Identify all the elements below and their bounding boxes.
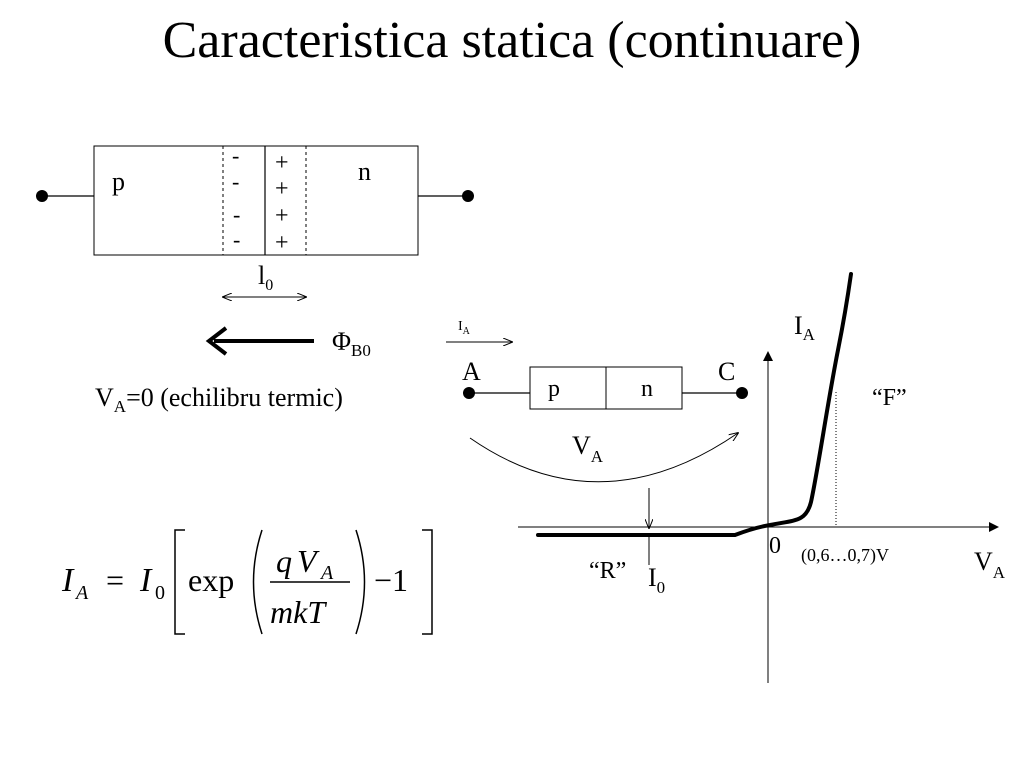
p-region-label: p [112, 167, 125, 196]
depletion-plus-charge: + [275, 176, 289, 202]
n-region-label: n [358, 157, 371, 186]
left-terminal-dot [36, 190, 48, 202]
right-bracket [422, 529, 433, 635]
threshold-voltage-label: (0,6…0,7)V [801, 545, 889, 566]
pn-junction-diagram: p n - - - - + + + + l0 ΦB0 VA=0 (echilib… [36, 143, 474, 416]
cathode-label: C [718, 357, 735, 386]
iv-curve [536, 272, 853, 537]
applied-voltage-arc [469, 433, 738, 483]
origin-label: 0 [769, 533, 781, 559]
barrier-arrow-head [205, 326, 228, 356]
biased-diode-diagram: IA A C p n VA [446, 319, 748, 483]
diode-current-label: IA [458, 319, 471, 337]
reverse-region-label: “R” [589, 558, 626, 584]
right-terminal-dot [462, 190, 474, 202]
anode-label: A [462, 357, 481, 386]
voltage-axis-label: VA [974, 547, 1006, 582]
forward-region-label: “F” [872, 385, 907, 411]
depletion-plus-charge: + [275, 203, 289, 229]
depletion-minus-charge: - [233, 227, 240, 252]
diode-p-label: p [548, 376, 560, 402]
applied-voltage-label: VA [572, 431, 604, 466]
depletion-minus-charge: - [232, 169, 239, 194]
equation-minus-one: −1 [374, 562, 408, 598]
depletion-width-label: l0 [258, 261, 273, 294]
depletion-minus-charge: - [233, 202, 240, 227]
left-bracket [174, 529, 185, 635]
equation-lhs-sub: A [74, 582, 89, 604]
slide-title: Caracteristica statica (continuare) [162, 12, 862, 69]
equation-numerator-q: q [276, 543, 292, 579]
diode-equation: I A = I 0 exp q V A mkT −1 [61, 529, 433, 635]
equation-i0-var: I [139, 562, 153, 599]
equation-exp: exp [188, 562, 234, 598]
depletion-minus-charge: - [232, 143, 239, 168]
junction-body [93, 145, 419, 256]
right-paren [355, 529, 366, 635]
equation-lhs-var: I [61, 562, 75, 599]
equation-equals: = [106, 562, 124, 598]
depletion-plus-charge: + [275, 230, 289, 256]
iv-characteristic-plot: IA VA 0 “F” “R” I0 (0,6…0,7)V [518, 272, 1006, 683]
cathode-terminal-dot [736, 387, 748, 399]
saturation-current-label: I0 [648, 563, 665, 597]
barrier-potential-label: ΦB0 [332, 327, 371, 360]
depletion-plus-charge: + [275, 150, 289, 176]
equation-i0-sub: 0 [155, 582, 165, 604]
equation-numerator-v: V [297, 543, 320, 579]
current-axis-label: IA [794, 311, 816, 344]
equilibrium-caption: VA=0 (echilibru termic) [95, 383, 343, 416]
diode-n-label: n [641, 376, 653, 402]
left-paren [252, 529, 263, 635]
equation-numerator-sub: A [319, 562, 334, 584]
equation-denominator: mkT [270, 594, 327, 630]
